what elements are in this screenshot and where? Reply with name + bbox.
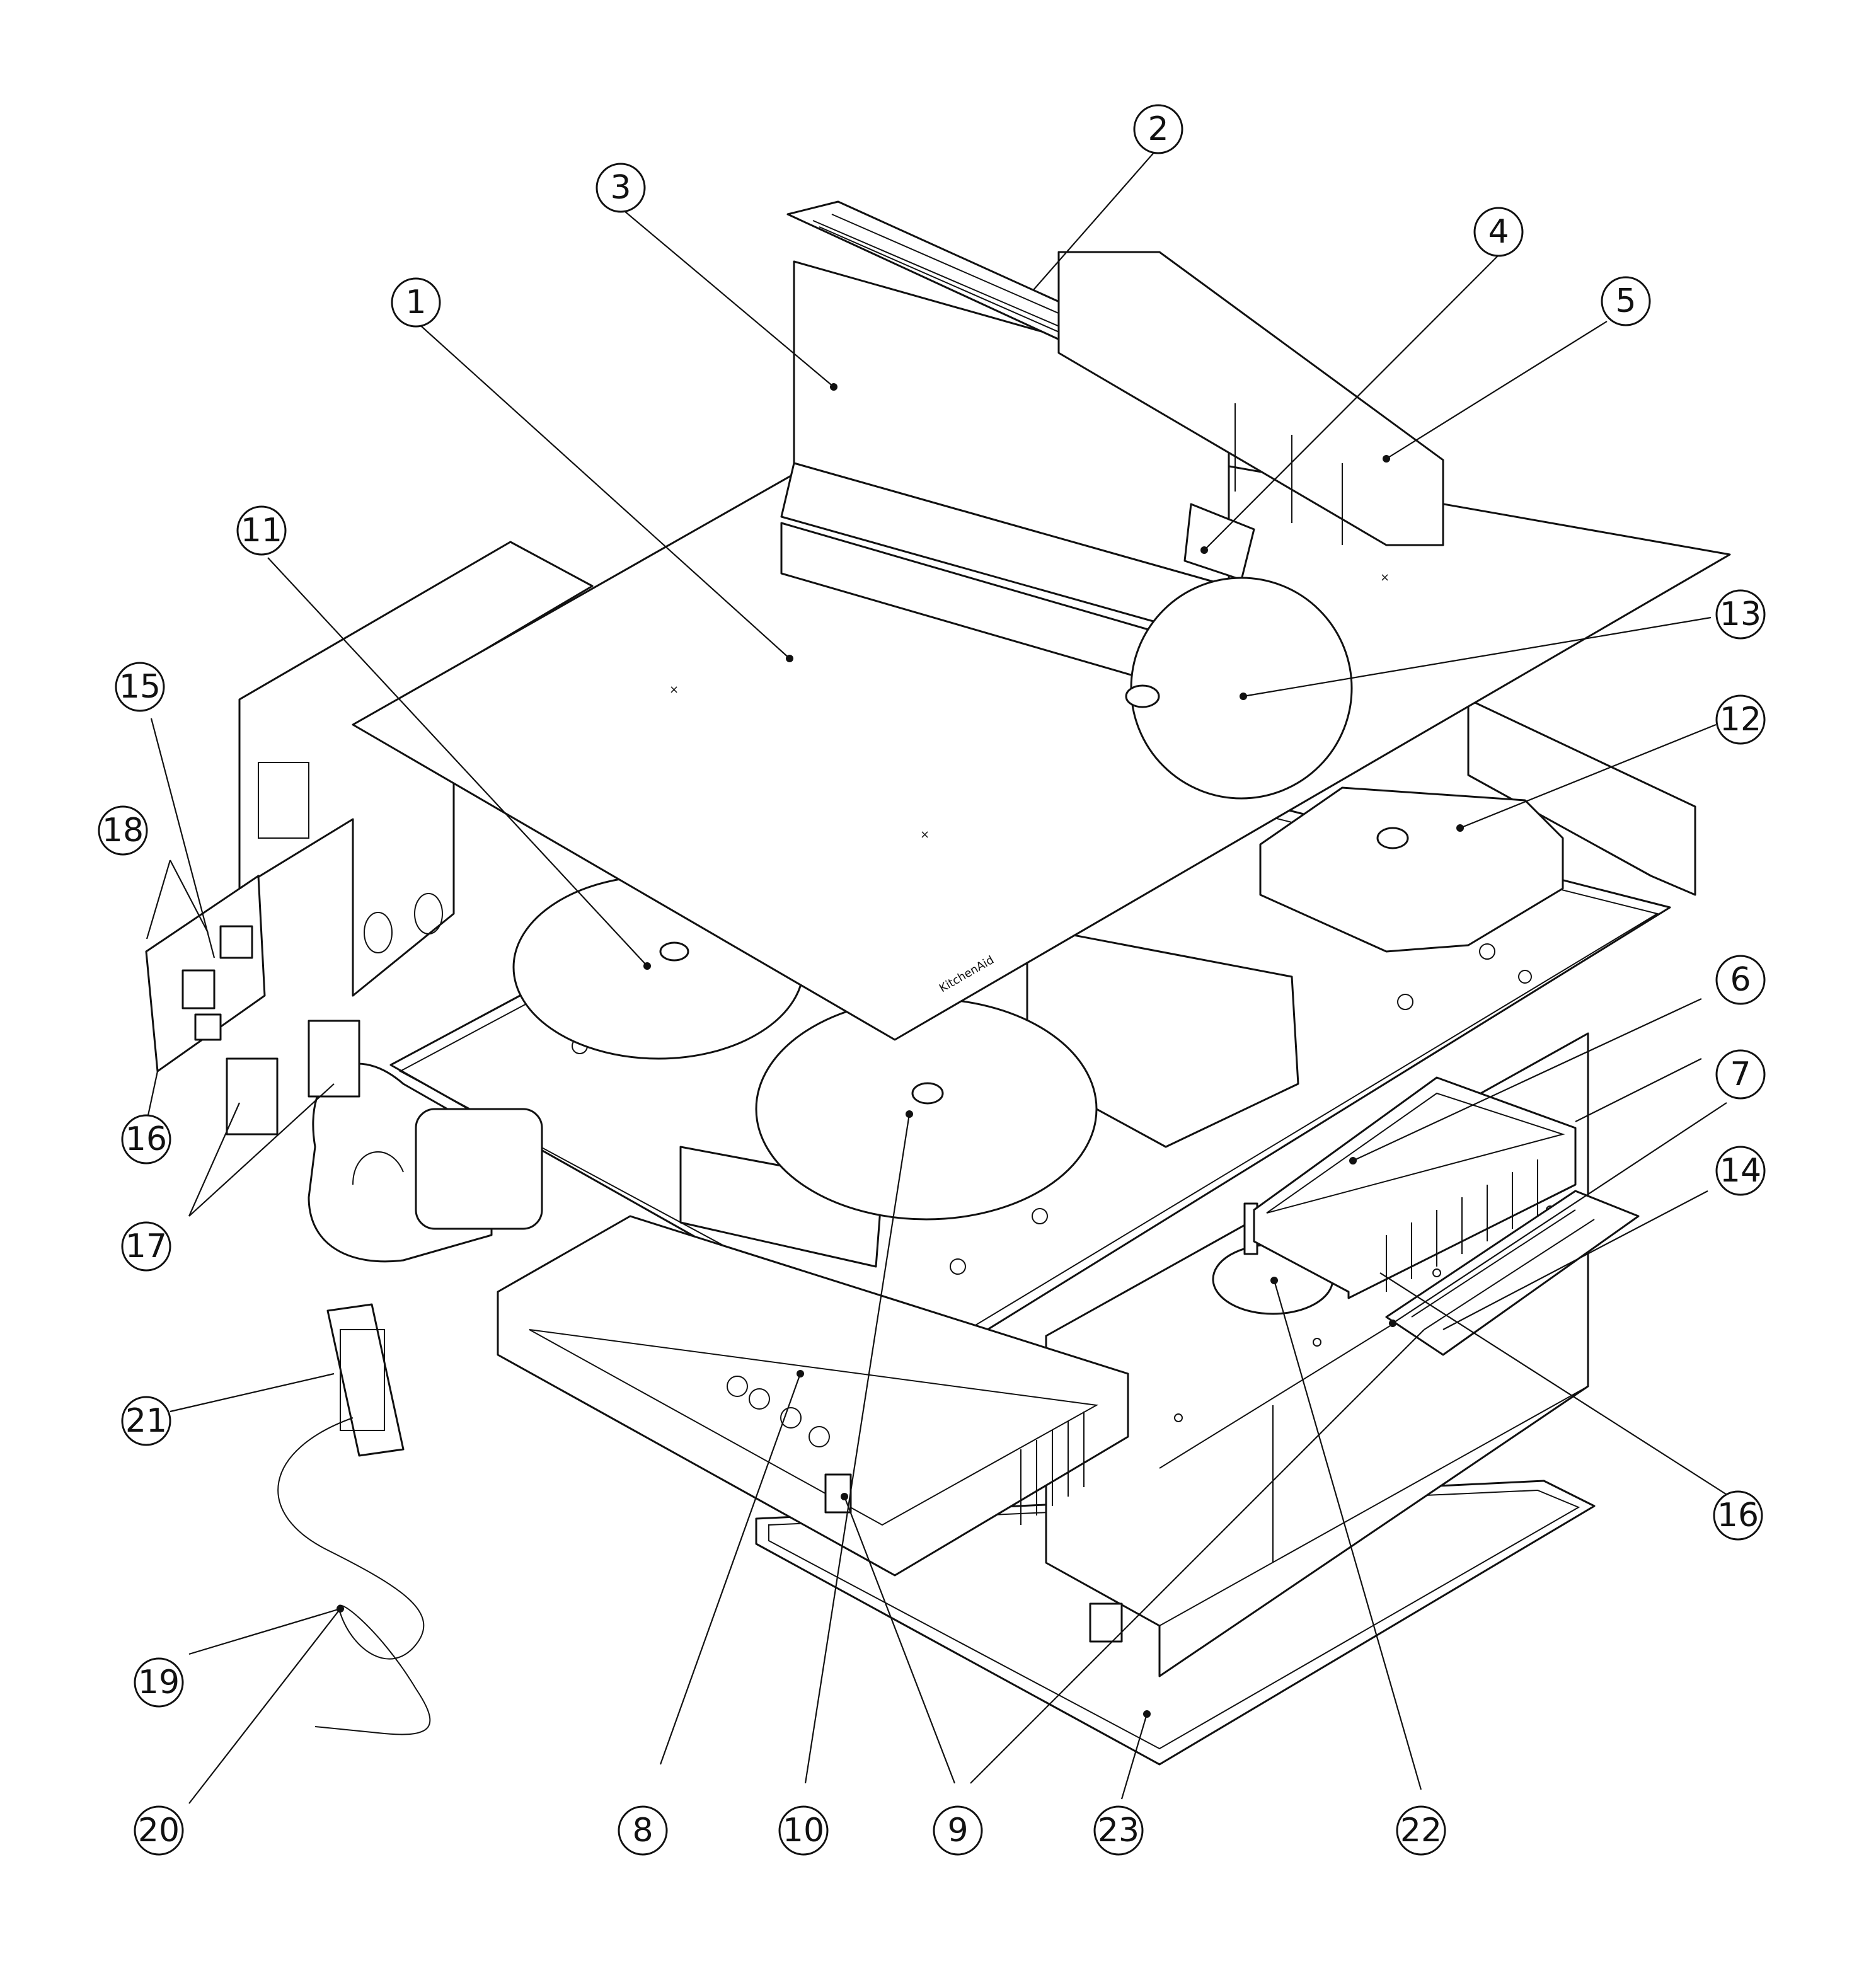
aux-board-part-15 xyxy=(145,875,266,1073)
left-bracket xyxy=(238,541,594,997)
leader-17a xyxy=(188,1102,241,1217)
callout-bubble-16-left: 16 xyxy=(121,1114,171,1165)
svg-text:1: 1 xyxy=(405,284,426,321)
callout-bubble-11: 11 xyxy=(236,505,287,556)
svg-text:16: 16 xyxy=(125,1120,167,1158)
leader-3 xyxy=(620,207,834,388)
svg-text:15: 15 xyxy=(119,668,161,706)
svg-text:11: 11 xyxy=(241,512,282,549)
leader-20 xyxy=(188,1608,341,1804)
callout-bubble-5: 5 xyxy=(1601,276,1651,326)
callout-bubble-16-right: 16 xyxy=(1713,1490,1763,1541)
heatsink-fins-right xyxy=(1020,1412,1085,1525)
callout-bubble-8: 8 xyxy=(618,1805,668,1856)
leader-16b xyxy=(1379,1272,1730,1497)
callout-bubble-7: 7 xyxy=(1715,1049,1766,1100)
callout-bubble-9: 9 xyxy=(933,1805,983,1856)
callout-bubble-23: 23 xyxy=(1093,1805,1144,1856)
leader-1 xyxy=(415,321,790,659)
svg-text:4: 4 xyxy=(1488,213,1509,251)
leader-16a xyxy=(147,1071,159,1116)
leader-18a xyxy=(146,860,171,940)
leader-21 xyxy=(170,1372,335,1413)
callout-bubble-15: 15 xyxy=(115,662,165,712)
svg-text:21: 21 xyxy=(125,1402,167,1440)
svg-text:14: 14 xyxy=(1720,1152,1761,1190)
svg-text:3: 3 xyxy=(610,169,631,207)
svg-text:17: 17 xyxy=(125,1228,167,1265)
blower-assembly xyxy=(308,1062,543,1263)
callout-bubble-20: 20 xyxy=(134,1805,184,1856)
leader-9a xyxy=(843,1496,956,1784)
svg-text:20: 20 xyxy=(138,1812,180,1849)
leader-11 xyxy=(267,557,648,967)
svg-text:6: 6 xyxy=(1730,961,1751,999)
callout-bubble-6: 6 xyxy=(1715,955,1766,1005)
leader-18b xyxy=(170,860,209,933)
leader-2 xyxy=(1033,146,1160,290)
vent-hood-part-3 xyxy=(780,260,1230,688)
control-board-part-6 xyxy=(1253,1076,1577,1299)
leader-19 xyxy=(188,1607,341,1655)
leader-9b xyxy=(970,1329,1425,1784)
leader-15 xyxy=(150,718,216,958)
svg-text:18: 18 xyxy=(102,812,144,849)
control-board-part-8 xyxy=(497,1215,1129,1577)
glass-top-part-1: KitchenAid × × × xyxy=(352,408,1731,1041)
leader-13 xyxy=(1243,616,1712,698)
svg-text:19: 19 xyxy=(138,1664,180,1701)
induction-coil-part-12 xyxy=(1259,786,1564,953)
leader-5 xyxy=(1386,321,1608,459)
callout-bubble-14: 14 xyxy=(1715,1146,1766,1196)
leader-6 xyxy=(1352,998,1702,1161)
svg-text:5: 5 xyxy=(1615,282,1636,320)
callout-bubble-13: 13 xyxy=(1715,589,1766,640)
callout-bubble-21: 21 xyxy=(121,1396,171,1446)
leader-10 xyxy=(804,1113,911,1784)
leader-7a xyxy=(1575,1058,1702,1122)
callout-bubble-12: 12 xyxy=(1715,694,1766,745)
leader-7b xyxy=(1392,1102,1727,1324)
svg-text:12: 12 xyxy=(1720,701,1761,739)
glass-center-mark-3: × xyxy=(1380,571,1390,584)
svg-text:13: 13 xyxy=(1720,595,1761,633)
leader-17b xyxy=(188,1083,335,1217)
temperature-sensor-part-19 xyxy=(277,1303,431,1735)
right-side-wall xyxy=(1467,698,1696,896)
callout-bubble-2: 2 xyxy=(1133,104,1183,154)
leader-4 xyxy=(1204,255,1499,551)
svg-text:23: 23 xyxy=(1098,1812,1139,1849)
callout-bubble-19: 19 xyxy=(134,1657,184,1708)
svg-text:9: 9 xyxy=(947,1812,968,1849)
leader-12 xyxy=(1459,723,1717,829)
leader-8 xyxy=(659,1373,802,1765)
callout-bubble-18: 18 xyxy=(98,805,148,856)
callout-bubble-4: 4 xyxy=(1473,207,1524,257)
svg-text:8: 8 xyxy=(632,1812,653,1849)
callout-bubble-10: 10 xyxy=(778,1805,829,1856)
svg-text:10: 10 xyxy=(783,1812,824,1849)
svg-text:7: 7 xyxy=(1730,1055,1751,1093)
callout-bubble-3: 3 xyxy=(596,163,646,213)
svg-text:2: 2 xyxy=(1148,110,1168,148)
touch-board-part-14 xyxy=(1385,1190,1640,1356)
leader-22 xyxy=(1273,1280,1422,1790)
leader-14 xyxy=(1442,1190,1708,1330)
leader-23 xyxy=(1120,1713,1148,1800)
induction-coil-part-10 xyxy=(755,998,1098,1221)
svg-text:22: 22 xyxy=(1400,1812,1442,1849)
svg-text:16: 16 xyxy=(1717,1497,1759,1534)
glass-center-mark-2: × xyxy=(920,828,929,841)
callout-bubble-17: 17 xyxy=(121,1221,171,1272)
detail-magnifier-part-13 xyxy=(1125,577,1353,800)
duct-part-5 xyxy=(1057,251,1444,546)
callout-bubble-1: 1 xyxy=(391,277,441,328)
leader-lines xyxy=(146,146,1730,1804)
callout-bubble-22: 22 xyxy=(1396,1805,1446,1856)
glass-center-mark: × xyxy=(669,683,679,696)
